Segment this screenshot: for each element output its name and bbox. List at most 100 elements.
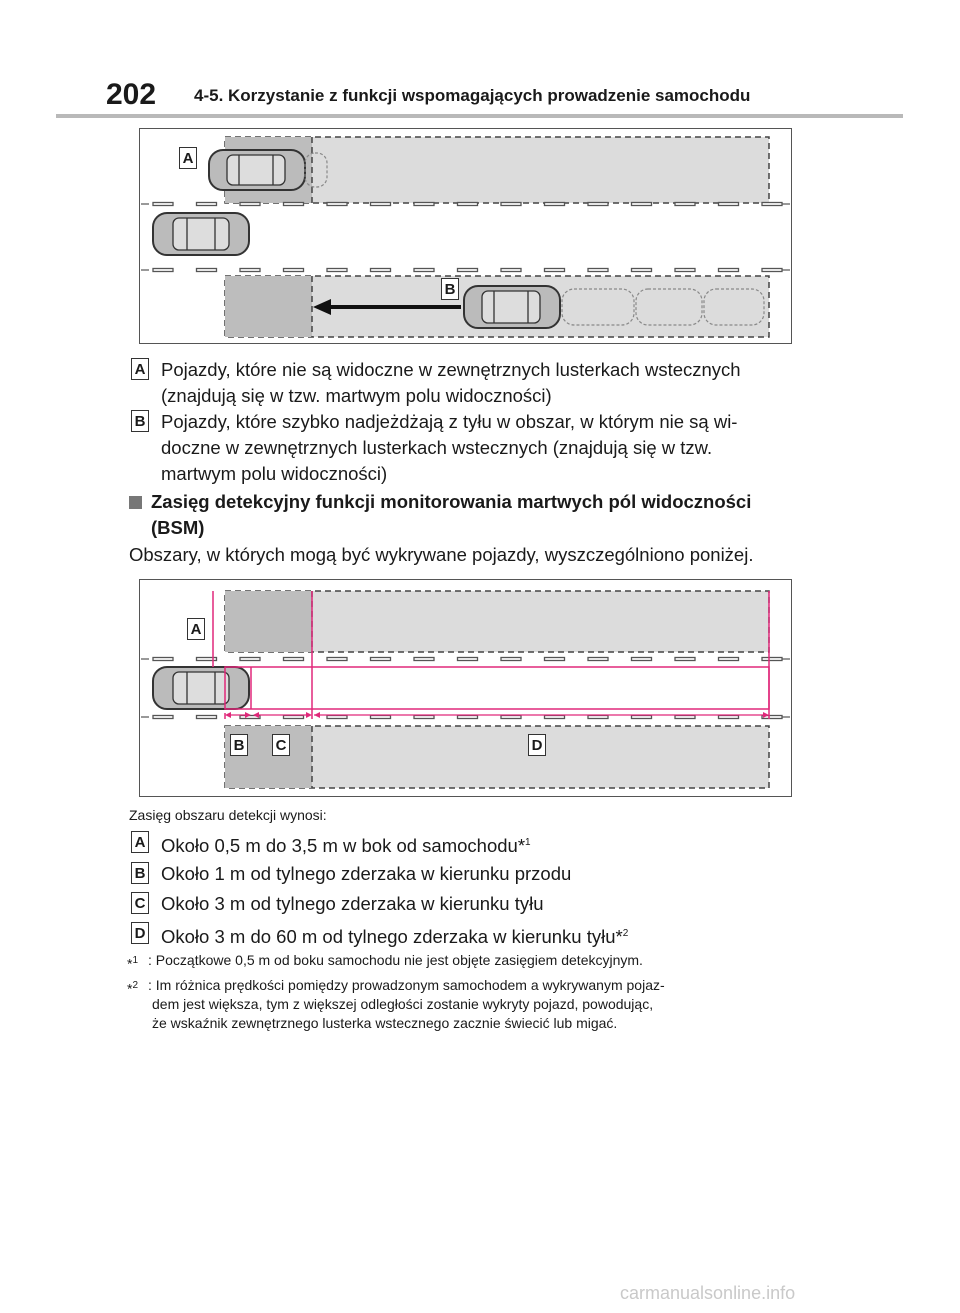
lane-marking (413, 656, 435, 662)
heading-line1: Zasięg detekcyjny funkcji monitorowania … (151, 491, 752, 512)
lane-marking (239, 267, 261, 273)
lane-marking (500, 267, 522, 273)
watermark: carmanualsonline.info (620, 1283, 796, 1303)
lane-marking (587, 267, 609, 273)
lane-marking (630, 656, 653, 662)
lane-marking (152, 656, 174, 662)
lane-marking (587, 656, 609, 662)
range-c-text: Około 3 m od tylnego zderzaka w kierunku… (161, 893, 544, 914)
lane-marking (326, 267, 348, 273)
lane-marking (369, 656, 392, 662)
own-car (152, 666, 250, 710)
lane-marking (413, 267, 435, 273)
lane-marking (674, 267, 696, 273)
lane-marking (717, 714, 740, 720)
label-a: A (187, 618, 205, 640)
lane-marking (369, 267, 392, 273)
lane-marking (717, 267, 740, 273)
legend-a-line1: Pojazdy, które nie są widoczne w zewnętr… (161, 359, 741, 380)
lane-marking (369, 714, 392, 720)
page-number: 202 (106, 78, 157, 111)
lane-marking (369, 201, 392, 207)
label-c: C (272, 734, 290, 756)
lane-marking (587, 201, 609, 207)
lane-marking (152, 201, 174, 207)
badge-a: A (131, 358, 149, 380)
footnote-2-line3: że wskaźnik zewnętrznego lusterka wstecz… (152, 1015, 618, 1031)
lane-marking (500, 656, 522, 662)
lane-marking (674, 201, 696, 207)
lane-marking (500, 714, 522, 720)
lane-marking (152, 267, 174, 273)
lane-marking (282, 656, 305, 662)
lane-marking (630, 267, 653, 273)
badge-b: B (131, 410, 149, 432)
lane-marking (717, 201, 740, 207)
lane-marking (456, 656, 479, 662)
lane-marking (413, 201, 435, 207)
lane-marking (543, 714, 566, 720)
lane-marking (761, 714, 783, 720)
lane-marking (195, 267, 218, 273)
lane-marking (282, 714, 305, 720)
legend-b-line3: martwym polu widoczności) (161, 463, 388, 484)
lane-marking (326, 714, 348, 720)
figure-detection-range: A B C D (139, 579, 792, 797)
lane-marking (239, 656, 261, 662)
section-paragraph: Obszary, w których mogą być wykrywane po… (129, 544, 754, 565)
car-a-upper (208, 149, 328, 191)
footnote-mark: * (127, 980, 133, 997)
range-intro: Zasięg obszaru detekcji wynosi: (129, 807, 327, 823)
lane-marking (587, 714, 609, 720)
bullet-square-icon (129, 496, 142, 509)
lane-marking (674, 714, 696, 720)
lane-marking (761, 201, 783, 207)
lane-marking (152, 714, 174, 720)
figure-blind-spot-illustration: A B (139, 128, 792, 344)
badge-a: A (131, 831, 149, 853)
label-a: A (179, 147, 197, 169)
lane-marking (239, 201, 261, 207)
heading-line2: (BSM) (151, 517, 205, 538)
lane-marking (543, 201, 566, 207)
legend-b-line1: Pojazdy, które szybko nadjeżdżają z tyłu… (161, 411, 738, 432)
lane-marking (630, 714, 653, 720)
lane-marking (674, 656, 696, 662)
label-d: D (528, 734, 546, 756)
car-b-lower (463, 285, 561, 329)
footnote-mark: * (127, 955, 133, 972)
zone-a-upper (224, 136, 770, 204)
own-car (152, 212, 250, 256)
range-a-text: Około 0,5 m do 3,5 m w bok od samochodu* (161, 835, 526, 857)
legend-b-line2: doczne w zewnętrznych lusterkach wsteczn… (161, 437, 713, 458)
lane-marking (543, 656, 566, 662)
lane-marking (630, 201, 653, 207)
lane-marking (195, 714, 218, 720)
footnote-1-text: : Początkowe 0,5 m od boku samochodu nie… (148, 952, 643, 968)
footnote-2-line2: dem jest większa, tym z większej odległo… (152, 996, 654, 1012)
label-b: B (230, 734, 248, 756)
legend-a-line2: (znajdują się w tzw. martwym polu widocz… (161, 385, 552, 406)
lane-marking (326, 201, 348, 207)
badge-d: D (131, 922, 149, 944)
range-d-text: Około 3 m do 60 m od tylnego zderzaka w … (161, 926, 623, 948)
lane-marking (456, 714, 479, 720)
lane-marking (456, 201, 479, 207)
lane-marking (543, 267, 566, 273)
label-b: B (441, 278, 459, 300)
footnote-ref-1: 1 (525, 837, 531, 848)
lane-marking (456, 267, 479, 273)
footnote-2-line1: : Im różnica prędkości pomiędzy prowadzo… (148, 977, 665, 993)
lane-marking (413, 714, 435, 720)
range-b-text: Około 1 m od tylnego zderzaka w kierunku… (161, 863, 572, 884)
footnote-number: 1 (132, 955, 139, 966)
lane-marking (761, 656, 783, 662)
page-header: 202 4-5. Korzystanie z funkcji wspomagaj… (106, 78, 850, 112)
lane-marking (761, 267, 783, 273)
footnote-number: 2 (132, 980, 139, 991)
badge-b: B (131, 862, 149, 884)
lane-marking (717, 656, 740, 662)
badge-c: C (131, 892, 149, 914)
lane-marking (195, 201, 218, 207)
lane-marking (326, 656, 348, 662)
